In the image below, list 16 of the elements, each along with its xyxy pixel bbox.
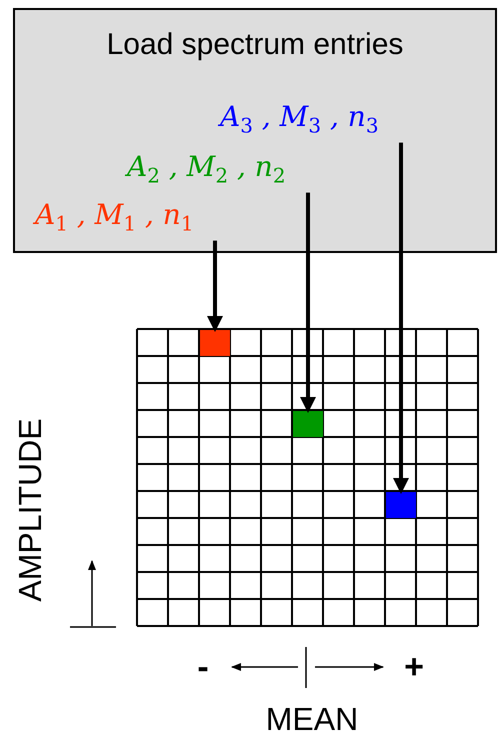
highlighted-cell xyxy=(386,492,416,518)
panel-heading: Load spectrum entries xyxy=(106,28,404,62)
parameter-label: A$_{2}$ , M$_{2}$ , n$_{2}$ xyxy=(127,150,286,193)
arrow xyxy=(300,192,316,413)
parameter-label: A$_{3}$ , M$_{3}$ , n$_{3}$ xyxy=(220,100,379,143)
plus-sign: + xyxy=(404,650,424,684)
arrow xyxy=(207,240,223,332)
axis-label: MEAN xyxy=(266,703,358,735)
parameter-label: A$_{1}$ , M$_{1}$ , n$_{1}$ xyxy=(35,198,194,241)
entries-panel xyxy=(13,8,497,253)
highlighted-cell xyxy=(293,411,323,437)
arrow xyxy=(393,142,409,494)
highlighted-cell xyxy=(200,330,230,356)
minus-sign: - xyxy=(197,650,209,684)
matrix-grid xyxy=(137,329,478,626)
axis-label: AMPLITUDE xyxy=(14,418,46,602)
